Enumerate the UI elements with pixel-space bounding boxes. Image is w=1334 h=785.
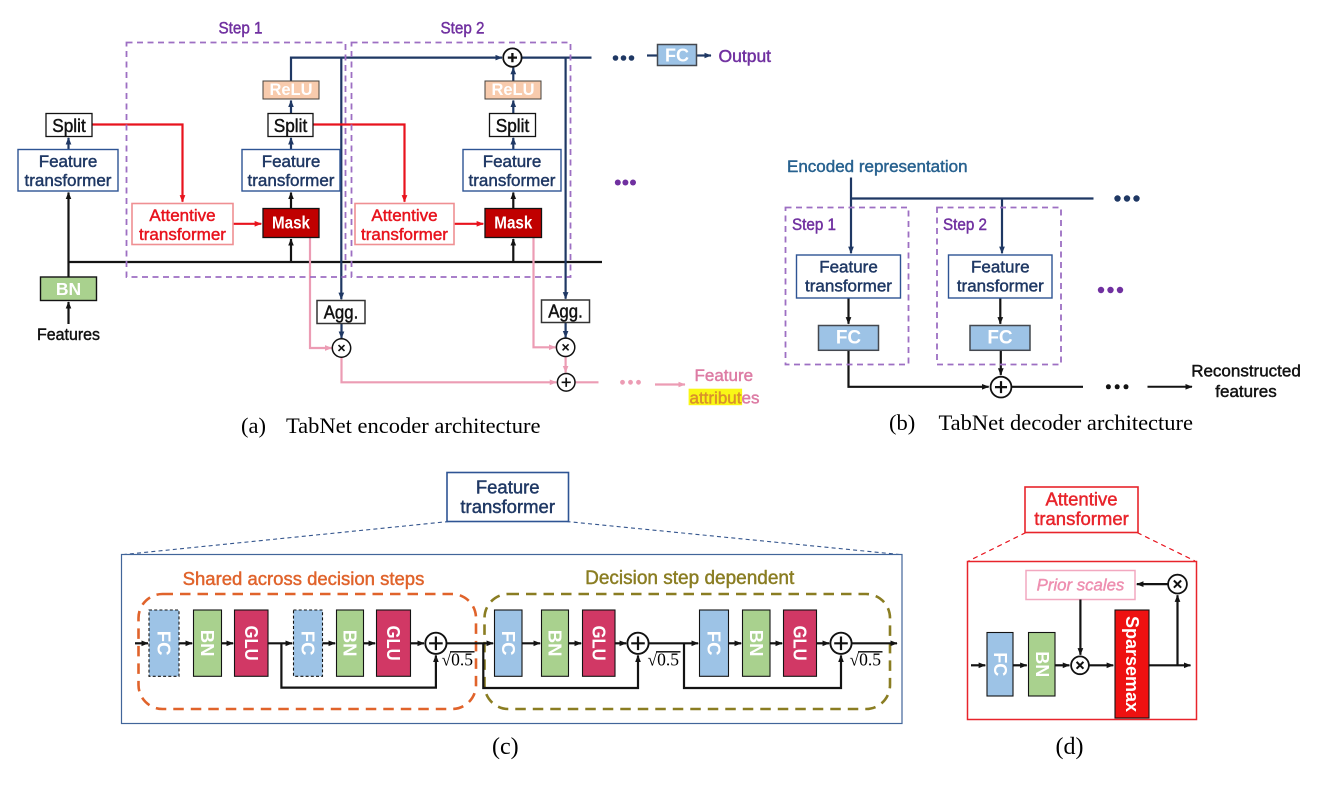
svg-text:Attentive: Attentive: [149, 206, 215, 225]
svg-text:Output: Output: [719, 46, 772, 66]
svg-text:Mask: Mask: [494, 213, 532, 233]
svg-text:GLU: GLU: [383, 626, 404, 661]
svg-text:attributes: attributes: [690, 388, 760, 407]
svg-text:GLU: GLU: [588, 626, 609, 661]
svg-text:transformer: transformer: [469, 171, 556, 190]
svg-text:FC: FC: [704, 631, 725, 656]
svg-text:FC: FC: [990, 652, 1010, 676]
svg-text:TabNet encoder architecture: TabNet encoder architecture: [286, 413, 541, 438]
svg-text:transformer: transformer: [1034, 508, 1129, 529]
svg-text:Mask: Mask: [272, 213, 310, 233]
svg-text:transformer: transformer: [460, 496, 555, 517]
svg-text:transformer: transformer: [139, 225, 226, 244]
svg-text:Attentive: Attentive: [371, 206, 437, 225]
svg-text:Prior scales: Prior scales: [1037, 576, 1125, 595]
svg-text:transformer: transformer: [361, 225, 448, 244]
svg-text:transformer: transformer: [25, 171, 112, 190]
svg-text:Agg.: Agg.: [548, 302, 583, 322]
svg-text:features: features: [1215, 382, 1276, 401]
svg-text:transformer: transformer: [805, 277, 892, 296]
svg-text:Encoded representation: Encoded representation: [787, 157, 968, 176]
svg-text:√0.5: √0.5: [648, 650, 680, 670]
svg-text:Reconstructed: Reconstructed: [1191, 362, 1301, 381]
svg-text:FC: FC: [836, 328, 862, 349]
svg-text:BN: BN: [197, 630, 218, 657]
svg-text:GLU: GLU: [241, 626, 262, 661]
svg-text:GLU: GLU: [790, 626, 811, 661]
svg-text:Feature: Feature: [39, 152, 98, 171]
svg-text:Split: Split: [496, 115, 530, 136]
svg-text:(c): (c): [492, 734, 519, 760]
svg-text:Feature: Feature: [971, 258, 1030, 277]
svg-text:Feature: Feature: [819, 258, 878, 277]
svg-text:Step 2: Step 2: [441, 19, 485, 38]
svg-text:FC: FC: [154, 631, 175, 656]
svg-text:Feature: Feature: [262, 152, 321, 171]
svg-text:BN: BN: [340, 630, 361, 657]
svg-text:ReLU: ReLU: [491, 81, 534, 99]
svg-text:Step 1: Step 1: [219, 19, 263, 38]
svg-text:BN: BN: [746, 630, 767, 657]
svg-text:BN: BN: [545, 630, 566, 657]
svg-text:Step 2: Step 2: [943, 215, 987, 234]
svg-text:transformer: transformer: [957, 277, 1044, 296]
svg-text:Split: Split: [274, 115, 308, 136]
svg-text:transformer: transformer: [248, 171, 335, 190]
svg-text:(b): (b): [889, 410, 915, 435]
svg-text:FC: FC: [298, 631, 319, 656]
svg-text:√0.5: √0.5: [442, 650, 474, 670]
svg-text:Feature: Feature: [695, 366, 754, 385]
svg-text:Shared across decision steps: Shared across decision steps: [183, 568, 425, 589]
svg-text:Feature: Feature: [476, 477, 540, 498]
svg-text:Feature: Feature: [483, 152, 542, 171]
svg-text:FC: FC: [665, 46, 689, 66]
svg-text:Decision step dependent: Decision step dependent: [585, 568, 795, 589]
svg-text:Agg.: Agg.: [324, 303, 359, 323]
svg-text:BN: BN: [1032, 651, 1052, 677]
svg-text:Step 1: Step 1: [792, 215, 836, 234]
svg-text:BN: BN: [56, 279, 81, 299]
svg-text:FC: FC: [498, 631, 519, 656]
svg-text:ReLU: ReLU: [269, 81, 312, 99]
svg-text:(a): (a): [241, 413, 266, 438]
svg-text:Sparsemax: Sparsemax: [1122, 616, 1142, 712]
svg-text:(d): (d): [1056, 734, 1084, 760]
svg-text:√0.5: √0.5: [850, 650, 882, 670]
svg-text:Features: Features: [37, 325, 100, 344]
svg-text:TabNet decoder architecture: TabNet decoder architecture: [939, 410, 1194, 435]
svg-text:Attentive: Attentive: [1046, 489, 1118, 510]
svg-text:Split: Split: [52, 115, 86, 136]
svg-text:FC: FC: [987, 328, 1013, 349]
